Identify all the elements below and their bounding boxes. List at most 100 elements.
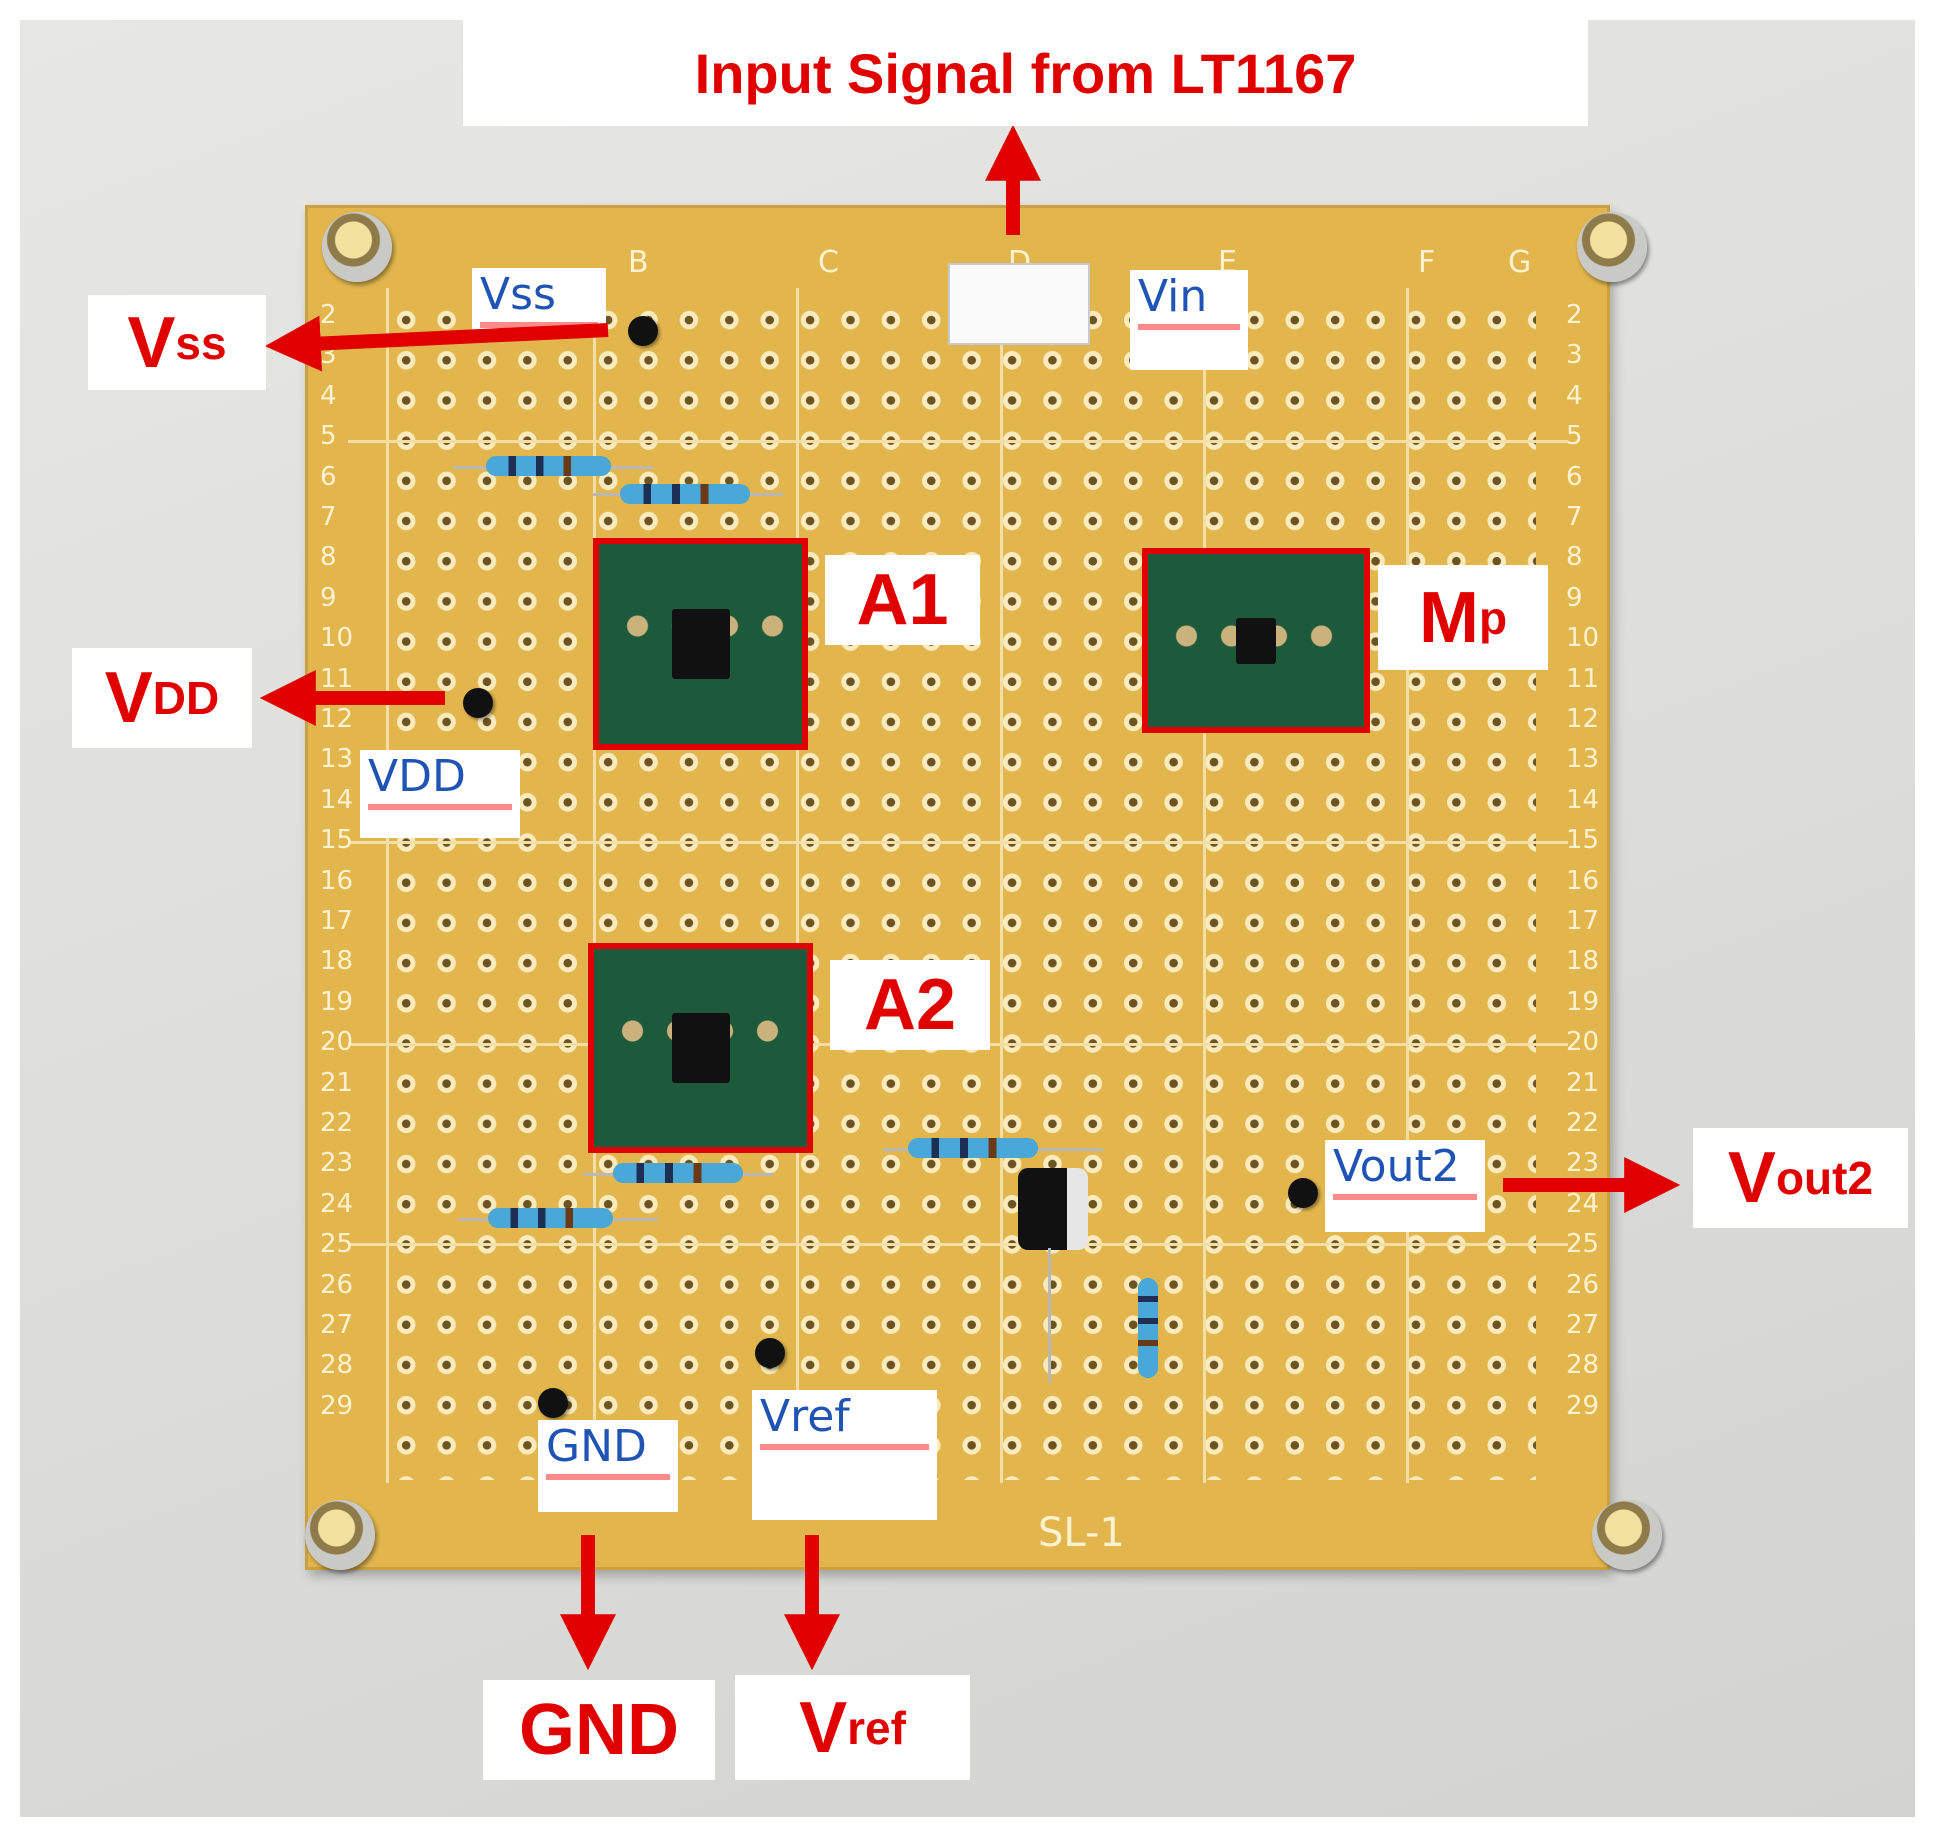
row-number: 25 [320, 1229, 354, 1260]
row-number: 13 [320, 744, 354, 775]
row-number: 16 [1566, 865, 1600, 896]
perfboard: SL-1 A B C D E F G 234567891011121314151… [305, 205, 1610, 1570]
ic-chip [671, 609, 730, 679]
row-number: 26 [1566, 1269, 1600, 1300]
input-connector [948, 263, 1090, 345]
ic-chip [1236, 617, 1276, 664]
column-letter: B [628, 245, 649, 280]
row-number: 19 [320, 986, 354, 1017]
screw [322, 212, 392, 282]
row-number: 23 [320, 1148, 354, 1179]
row-number: 2 [1566, 300, 1583, 330]
row-number: 15 [320, 825, 354, 856]
row-number: 4 [1566, 380, 1583, 411]
input-signal-title: Input Signal from LT1167 [463, 20, 1588, 126]
test-pin-vref [755, 1338, 785, 1368]
module-mp [1142, 548, 1370, 733]
grid-divider [1000, 288, 1003, 1483]
row-number: 14 [320, 784, 354, 815]
test-pin-vout2 [1288, 1178, 1318, 1208]
grid-divider [796, 288, 799, 1483]
row-number: 7 [320, 502, 337, 532]
row-number: 21 [320, 1067, 354, 1098]
resistor-r6 [1138, 1278, 1158, 1378]
screw [305, 1500, 375, 1570]
row-number: 12 [1566, 704, 1600, 734]
grid-divider [593, 288, 596, 1483]
module-a2 [588, 943, 813, 1153]
capacitor-lead [1048, 1248, 1051, 1383]
callout-gnd: GND [483, 1680, 715, 1780]
row-number: 5 [1566, 421, 1583, 452]
row-number: 28 [1566, 1350, 1600, 1381]
row-number: 14 [1566, 784, 1600, 815]
grid-divider [348, 841, 1568, 844]
row-number: 13 [1566, 744, 1600, 775]
grid-divider [1406, 288, 1409, 1483]
electrolytic-capacitor [1018, 1168, 1088, 1250]
resistor-r4 [488, 1208, 613, 1228]
row-number: 24 [1566, 1188, 1600, 1219]
row-number: 17 [1566, 906, 1600, 936]
row-number: 20 [320, 1027, 354, 1058]
row-number: 11 [320, 663, 354, 694]
note-gnd: GND [538, 1420, 678, 1512]
note-vdd: VDD [360, 750, 520, 838]
row-number: 16 [320, 865, 354, 896]
test-pin-gnd [538, 1388, 568, 1418]
resistor-r1 [486, 456, 611, 476]
row-number: 8 [320, 542, 337, 573]
row-number: 22 [1566, 1108, 1600, 1138]
note-vout2: Vout2 [1325, 1140, 1485, 1232]
grid-divider [1203, 288, 1206, 1483]
row-number: 8 [1566, 542, 1583, 573]
row-number: 18 [1566, 946, 1600, 977]
ic-chip [671, 1013, 730, 1083]
resistor-r3 [613, 1163, 743, 1183]
row-number: 29 [320, 1390, 354, 1421]
row-number: 6 [1566, 461, 1583, 492]
grid-divider [386, 288, 389, 1483]
column-letter: G [1508, 245, 1532, 280]
row-number: 18 [320, 946, 354, 977]
row-number: 10 [1566, 623, 1600, 654]
board-label: SL-1 [1038, 1510, 1125, 1556]
column-letter: C [818, 245, 839, 280]
row-number: 22 [320, 1108, 354, 1138]
callout-a1: A1 [825, 555, 980, 645]
row-number: 21 [1566, 1067, 1600, 1098]
screw [1592, 1500, 1662, 1570]
row-number: 2 [320, 300, 337, 330]
row-number: 7 [1566, 502, 1583, 532]
grid-divider [348, 440, 1568, 443]
row-number: 20 [1566, 1027, 1600, 1058]
row-number: 5 [320, 421, 337, 452]
row-number: 19 [1566, 986, 1600, 1017]
test-pin-vss [628, 316, 658, 346]
row-number: 25 [1566, 1229, 1600, 1260]
row-number: 6 [320, 461, 337, 492]
test-pin-vdd [463, 688, 493, 718]
resistor-r5 [908, 1138, 1038, 1158]
row-number: 11 [1566, 663, 1600, 694]
callout-a2: A2 [830, 960, 990, 1050]
row-number: 28 [320, 1350, 354, 1381]
note-vin: Vin [1130, 270, 1248, 370]
row-number: 3 [1566, 340, 1583, 371]
row-number: 23 [1566, 1148, 1600, 1179]
row-number: 4 [320, 380, 337, 411]
row-number: 9 [320, 582, 337, 613]
column-letter: F [1418, 245, 1436, 280]
row-number: 15 [1566, 825, 1600, 856]
note-vref: Vref [752, 1390, 937, 1520]
row-number: 17 [320, 906, 354, 936]
row-number: 26 [320, 1269, 354, 1300]
row-number: 9 [1566, 582, 1583, 613]
row-number: 27 [320, 1310, 354, 1340]
row-number: 27 [1566, 1310, 1600, 1340]
